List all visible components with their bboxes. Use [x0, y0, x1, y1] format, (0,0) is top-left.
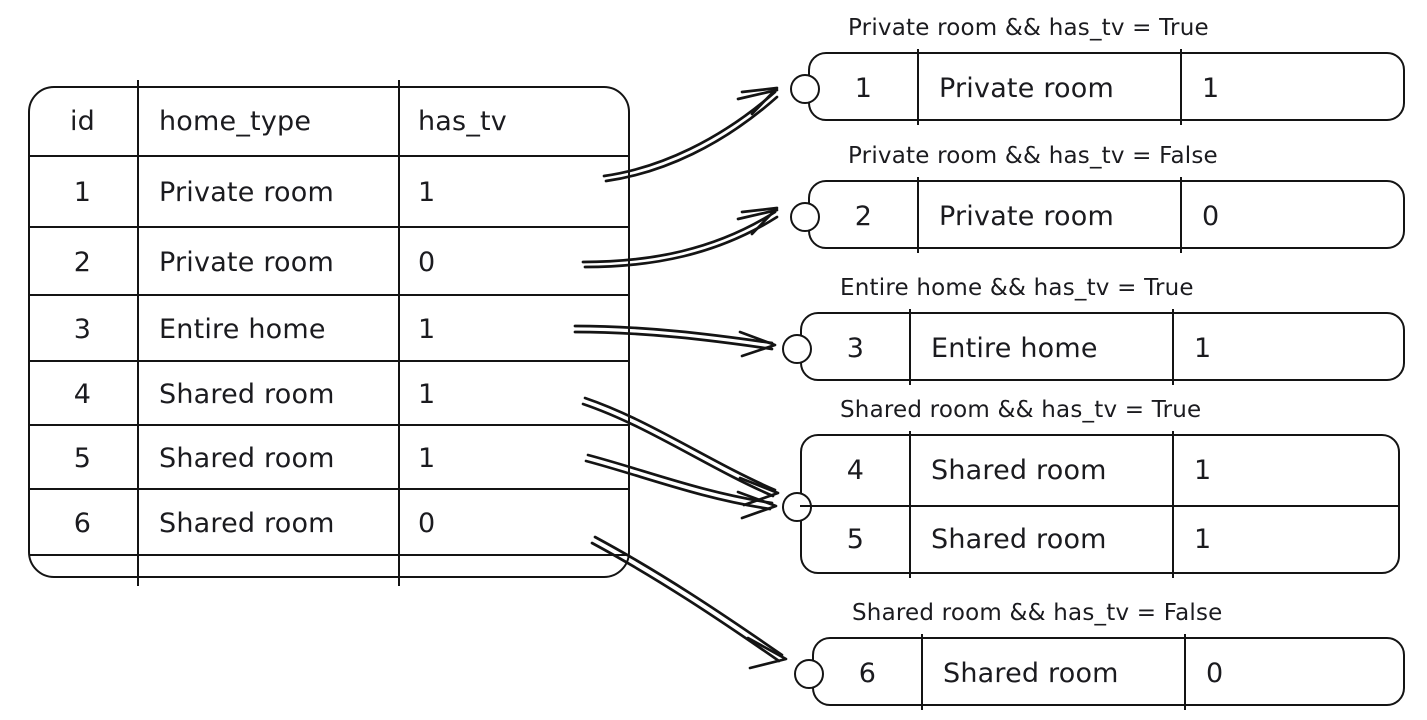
header-underline: [30, 155, 628, 157]
cell-has-tv: 0: [418, 246, 436, 278]
group-label: Shared room && has_tv = True: [840, 397, 1202, 423]
group-box: 2 Private room 0: [790, 177, 1405, 253]
cell-id: 3: [846, 333, 865, 364]
group-shared-room-has-tv-false: Shared room && has_tv = False 6 Shared r…: [794, 602, 1405, 710]
group-col-divider-1: [917, 49, 919, 125]
column-header-home-type: home_type: [159, 106, 312, 137]
group-box: 1 Private room 1: [790, 49, 1405, 125]
row-divider: [30, 226, 628, 228]
cell-has-tv: 1: [1202, 73, 1220, 104]
group-col-divider-2: [1180, 49, 1182, 125]
row-divider: [30, 360, 628, 362]
cell-home-type: Shared room: [943, 658, 1119, 689]
cell-id: 6: [73, 507, 92, 539]
group-row: 5 Shared room 1: [800, 505, 1400, 574]
group-anchor-circle: [790, 74, 820, 104]
table-row: 6 Shared room 0: [28, 490, 630, 556]
group-entire-home-has-tv-true: Entire home && has_tv = True 3 Entire ho…: [782, 277, 1405, 385]
group-label: Private room && has_tv = False: [848, 143, 1218, 169]
group-shared-room-has-tv-true: Shared room && has_tv = True 4 Shared ro…: [782, 399, 1400, 578]
group-private-room-has-tv-false: Private room && has_tv = False 2 Private…: [790, 145, 1405, 253]
cell-id: 5: [73, 442, 92, 474]
group-row: 1 Private room 1: [810, 54, 1403, 123]
group-anchor-circle: [782, 492, 812, 522]
arrow-row5-to-group4: [584, 453, 778, 520]
group-anchor-circle: [782, 334, 812, 364]
cell-id: 1: [73, 177, 92, 208]
group-col-divider-2: [1184, 634, 1186, 710]
cell-id: 1: [854, 73, 873, 104]
group-row: 6 Shared room 0: [814, 639, 1403, 708]
cell-has-tv: 0: [1202, 201, 1220, 232]
row-divider: [30, 554, 628, 556]
group-box: 3 Entire home 1: [782, 309, 1405, 385]
cell-id: 4: [846, 455, 865, 486]
arrow-row2-to-group2: [581, 206, 779, 269]
cell-home-type: Shared room: [931, 455, 1107, 486]
cell-has-tv: 1: [1194, 333, 1212, 364]
group-private-room-has-tv-true: Private room && has_tv = True 1 Private …: [790, 17, 1405, 125]
table-row: 2 Private room 0: [28, 228, 630, 296]
cell-has-tv: 1: [418, 313, 436, 345]
row-divider: [30, 424, 628, 426]
cell-home-type: Private room: [939, 201, 1114, 232]
source-table: id home_type has_tv 1 Private room 1 2 P…: [28, 80, 630, 586]
cell-home-type: Entire home: [159, 313, 326, 345]
cell-home-type: Shared room: [159, 378, 335, 410]
row-divider: [30, 488, 628, 490]
group-row: 4 Shared room 1: [802, 436, 1398, 505]
cell-home-type: Private room: [159, 246, 334, 278]
group-col-divider-1: [909, 431, 911, 578]
cell-id: 5: [846, 524, 865, 555]
group-label: Entire home && has_tv = True: [840, 275, 1194, 301]
group-row: 2 Private room 0: [810, 182, 1403, 251]
cell-id: 6: [858, 658, 877, 689]
table-row: 1 Private room 1: [28, 157, 630, 228]
group-col-divider-1: [917, 177, 919, 253]
group-label: Private room && has_tv = True: [848, 15, 1209, 41]
group-label: Shared room && has_tv = False: [852, 600, 1223, 626]
cell-id: 4: [73, 378, 92, 410]
cell-id: 3: [73, 313, 92, 345]
source-table-col-divider-1: [137, 80, 139, 586]
table-row: 5 Shared room 1: [28, 426, 630, 490]
cell-home-type: Entire home: [931, 333, 1098, 364]
cell-has-tv: 0: [1206, 658, 1224, 689]
source-table-col-divider-2: [398, 80, 400, 586]
group-col-divider-2: [1180, 177, 1182, 253]
cell-home-type: Shared room: [159, 507, 335, 539]
cell-home-type: Private room: [939, 73, 1114, 104]
arrow-row1-to-group1: [602, 86, 779, 183]
cell-has-tv: 1: [418, 442, 436, 474]
column-header-has-tv: has_tv: [418, 106, 507, 137]
group-col-divider-1: [909, 309, 911, 385]
group-col-divider-1: [921, 634, 923, 710]
group-anchor-circle: [794, 659, 824, 689]
cell-home-type: Shared room: [931, 524, 1107, 555]
group-box: 6 Shared room 0: [794, 634, 1405, 710]
cell-has-tv: 1: [418, 177, 436, 208]
source-table-frame: [28, 86, 630, 578]
table-row: 3 Entire home 1: [28, 296, 630, 362]
cell-home-type: Shared room: [159, 442, 335, 474]
cell-has-tv: 1: [1194, 455, 1212, 486]
arrow-row3-to-group3: [573, 324, 777, 358]
cell-has-tv: 1: [418, 378, 436, 410]
group-box: 4 Shared room 1 5 Shared room 1: [782, 431, 1400, 578]
table-row: 4 Shared room 1: [28, 362, 630, 426]
group-col-divider-2: [1172, 309, 1174, 385]
group-col-divider-2: [1172, 431, 1174, 578]
row-divider: [30, 294, 628, 296]
group-row: 3 Entire home 1: [802, 314, 1403, 383]
cell-has-tv: 1: [1194, 524, 1212, 555]
source-table-header-row: id home_type has_tv: [28, 86, 630, 157]
cell-id: 2: [854, 201, 873, 232]
cell-home-type: Private room: [159, 177, 334, 208]
cell-id: 2: [73, 246, 92, 278]
cell-has-tv: 0: [418, 507, 436, 539]
group-anchor-circle: [790, 202, 820, 232]
column-header-id: id: [69, 106, 96, 137]
